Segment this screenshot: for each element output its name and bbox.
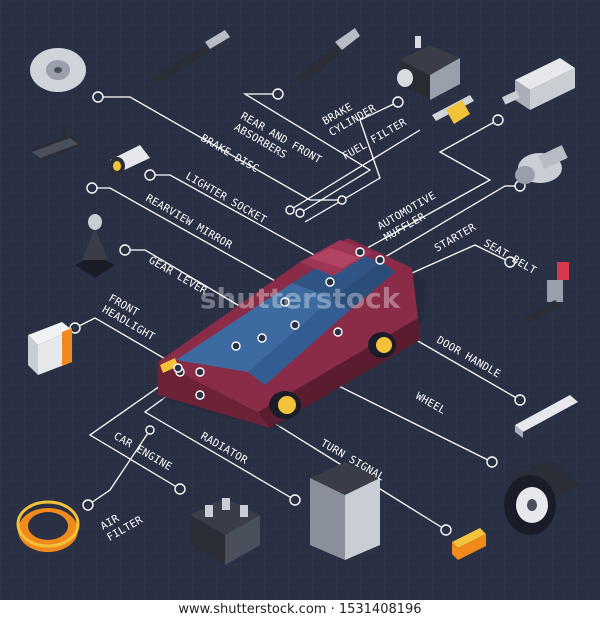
dot-brake-cylinder xyxy=(392,96,404,108)
dot-radiator xyxy=(289,494,301,506)
line-brake-disc xyxy=(98,96,342,201)
footer-credit: www.shutterstock.com · 1531408196 xyxy=(0,600,600,620)
brake-cylinder-icon xyxy=(397,36,460,100)
dot-lighter xyxy=(144,169,156,181)
shock-absorber-icon xyxy=(150,30,230,85)
car-windshield xyxy=(176,283,333,372)
dot-door-handle xyxy=(514,394,526,406)
headlight-icon xyxy=(28,322,72,375)
shock-absorber-icon-2 xyxy=(295,28,360,85)
line-absorbers xyxy=(242,93,372,214)
seat-belt-icon xyxy=(522,262,569,324)
infographic-canvas: BRAKE CYLINDER FUEL FILTER REAR AND FRON… xyxy=(0,0,600,600)
dot-headlight xyxy=(69,322,81,334)
dot-gear-lever xyxy=(119,244,131,256)
dot-absorbers xyxy=(272,88,284,100)
dot-engine xyxy=(174,483,186,495)
fuel-filter-icon xyxy=(432,95,474,124)
dot-seat-belt xyxy=(504,256,516,268)
line-fuel-filter xyxy=(289,129,421,211)
brake-disc-icon xyxy=(30,48,86,92)
dot-wheel xyxy=(486,456,498,468)
line-muffler xyxy=(359,119,499,253)
connector-dots xyxy=(69,88,526,536)
dot-brake-disc xyxy=(92,91,104,103)
car-illustration xyxy=(158,238,425,430)
dot-muffler xyxy=(492,114,504,126)
door-handle-icon xyxy=(515,395,578,438)
line-engine xyxy=(88,371,181,490)
wheel-icon xyxy=(504,460,580,535)
line-air-filter xyxy=(87,429,151,506)
dot-mirror xyxy=(86,182,98,194)
dot-air-filter xyxy=(82,499,94,511)
radiator-icon xyxy=(310,462,380,560)
watermark: shutterstock xyxy=(200,282,402,315)
muffler-icon xyxy=(501,58,575,110)
car-engine-icon xyxy=(190,498,260,565)
gear-lever-icon xyxy=(75,214,115,278)
starter-icon xyxy=(515,145,568,184)
rearview-mirror-icon xyxy=(30,125,82,162)
turn-signal-icon xyxy=(452,528,486,560)
diagram-svg: BRAKE CYLINDER FUEL FILTER REAR AND FRON… xyxy=(0,0,600,600)
dot-turn-signal xyxy=(440,524,452,536)
lighter-socket-icon xyxy=(109,145,150,175)
air-filter-icon xyxy=(16,500,80,552)
